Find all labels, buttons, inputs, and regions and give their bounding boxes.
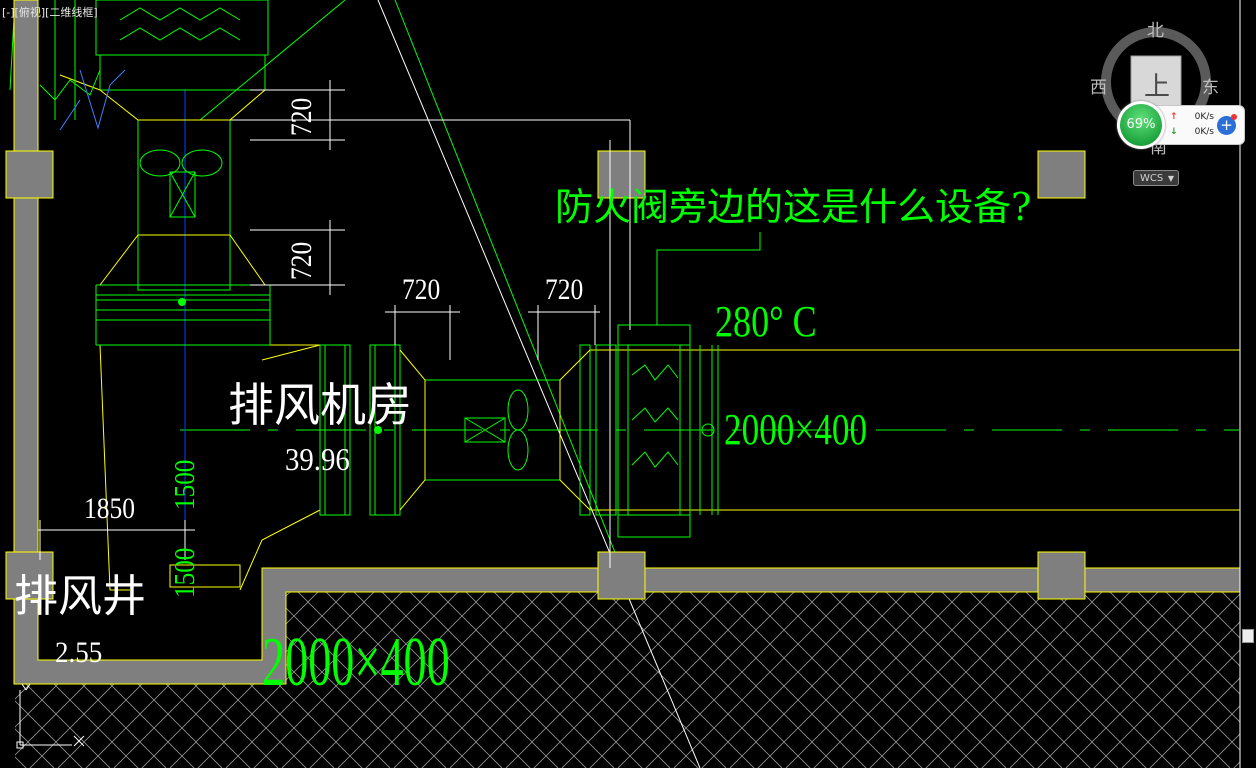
dimension-1500-a: 1500 [170,459,201,510]
add-icon[interactable]: + [1217,116,1236,135]
shaft-opening [169,564,241,588]
guide-line [394,0,619,561]
guide-line-2 [199,0,346,121]
fire-damper [595,232,761,538]
left-grille [39,0,101,120]
upload-speed-row: ↑ 0K/s [1170,112,1214,122]
dimension-720-upper: 720 [285,97,318,136]
leader-line [377,0,701,768]
temperature-label: 280° C [715,297,817,346]
dimension-1850: 1850 [84,492,135,525]
question-annotation: 防火阀旁边的这是什么设备? [555,185,1032,229]
viewport-label[interactable]: [-][俯视][二维线框] [2,6,98,19]
download-speed: 0K/s [1194,127,1214,137]
viewcube-north[interactable]: 北 [1147,21,1164,41]
main-duct [99,344,1240,591]
shaft-name: 排风井 [14,571,146,622]
dimension-1500-b: 1500 [170,547,201,598]
download-arrow-icon: ↓ [1170,127,1178,137]
upper-transitions [59,74,266,286]
notification-dot-icon [1231,114,1237,120]
upload-speed: 0K/s [1194,112,1214,122]
central-transitions [399,349,591,511]
upper-fan-unit [95,0,271,346]
wcs-label: WCS [1140,173,1164,184]
room-elevation: 39.96 [285,441,350,477]
room-point [374,426,382,434]
duct-size-bottom: 2000×400 [262,624,450,701]
soil-hatch [285,592,1240,768]
upload-arrow-icon: ↑ [1170,112,1178,122]
duct-size-right: 2000×400 [724,405,868,454]
dimension-720-right: 720 [545,273,584,306]
soil-hatch-left [15,680,285,768]
dimension-720-left: 720 [402,273,441,306]
fan-point [178,298,186,306]
left-grille-blue [59,69,126,131]
scrollbar-thumb[interactable] [1242,629,1254,643]
grid-lines [200,119,631,568]
download-speed-row: ↓ 0K/s [1170,127,1214,137]
columns [5,150,1086,600]
wcs-menu-button[interactable]: WCS▼ [1133,170,1179,186]
shaft-value: 2.55 [55,636,103,669]
ucs-icon [16,683,85,749]
dimension-720-lower: 720 [285,241,318,280]
viewcube-top-face[interactable]: 上 [1144,72,1171,102]
dimension-lines [38,80,600,560]
viewcube-west[interactable]: 西 [1090,78,1107,98]
chevron-down-icon: ▼ [1167,174,1174,183]
viewcube-east[interactable]: 东 [1202,78,1219,98]
net-meter-percent[interactable]: 69% [1120,104,1162,146]
room-name: 排风机房 [228,378,412,432]
